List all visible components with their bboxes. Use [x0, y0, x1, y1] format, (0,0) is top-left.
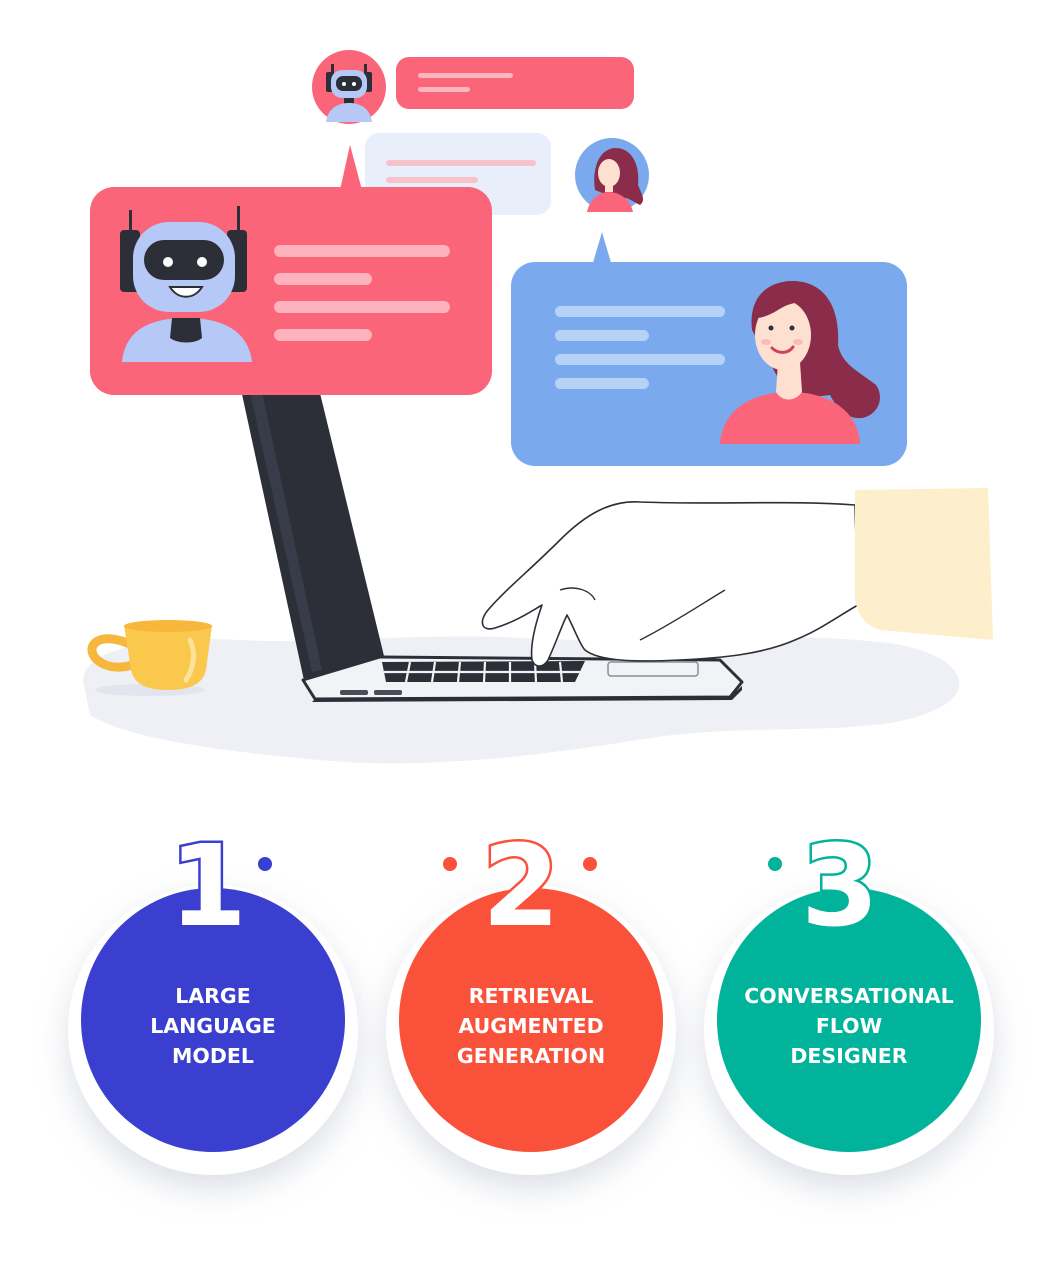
step-label-line: GENERATION: [457, 1044, 605, 1068]
small-woman-avatar: [575, 138, 649, 212]
step-number: 1: [169, 822, 247, 952]
step-3-circle: [717, 888, 981, 1152]
step-3: 3 CONVERSATIONAL FLOW DESIGNER: [704, 820, 994, 1175]
step-label-line: MODEL: [172, 1044, 254, 1068]
step-label-line: RETRIEVAL: [469, 984, 594, 1008]
woman-avatar-icon: [720, 280, 880, 444]
step-label-line: LANGUAGE: [150, 1014, 276, 1038]
step-1-circle: [81, 888, 345, 1152]
coffee-cup-icon: [87, 620, 212, 696]
step-1: 1 LARGE LANGUAGE MODEL: [68, 820, 358, 1175]
small-robot-avatar: [312, 50, 386, 124]
step-label-line: AUGMENTED: [458, 1014, 603, 1038]
hand-icon: [481, 488, 993, 667]
step-connectors: [258, 857, 782, 871]
step-label-line: DESIGNER: [790, 1044, 907, 1068]
step-number: 2: [482, 822, 560, 952]
laptop-icon: [240, 385, 744, 702]
step-label-line: CONVERSATIONAL: [744, 984, 953, 1008]
step-label-line: LARGE: [175, 984, 251, 1008]
step-label-line: FLOW: [816, 1014, 882, 1038]
bot-message-bar: [396, 57, 634, 109]
step-2-circle: [399, 888, 663, 1152]
robot-icon: [120, 206, 252, 362]
step-number: 3: [801, 822, 879, 952]
step-2: 2 RETRIEVAL AUGMENTED GENERATION: [386, 820, 676, 1175]
